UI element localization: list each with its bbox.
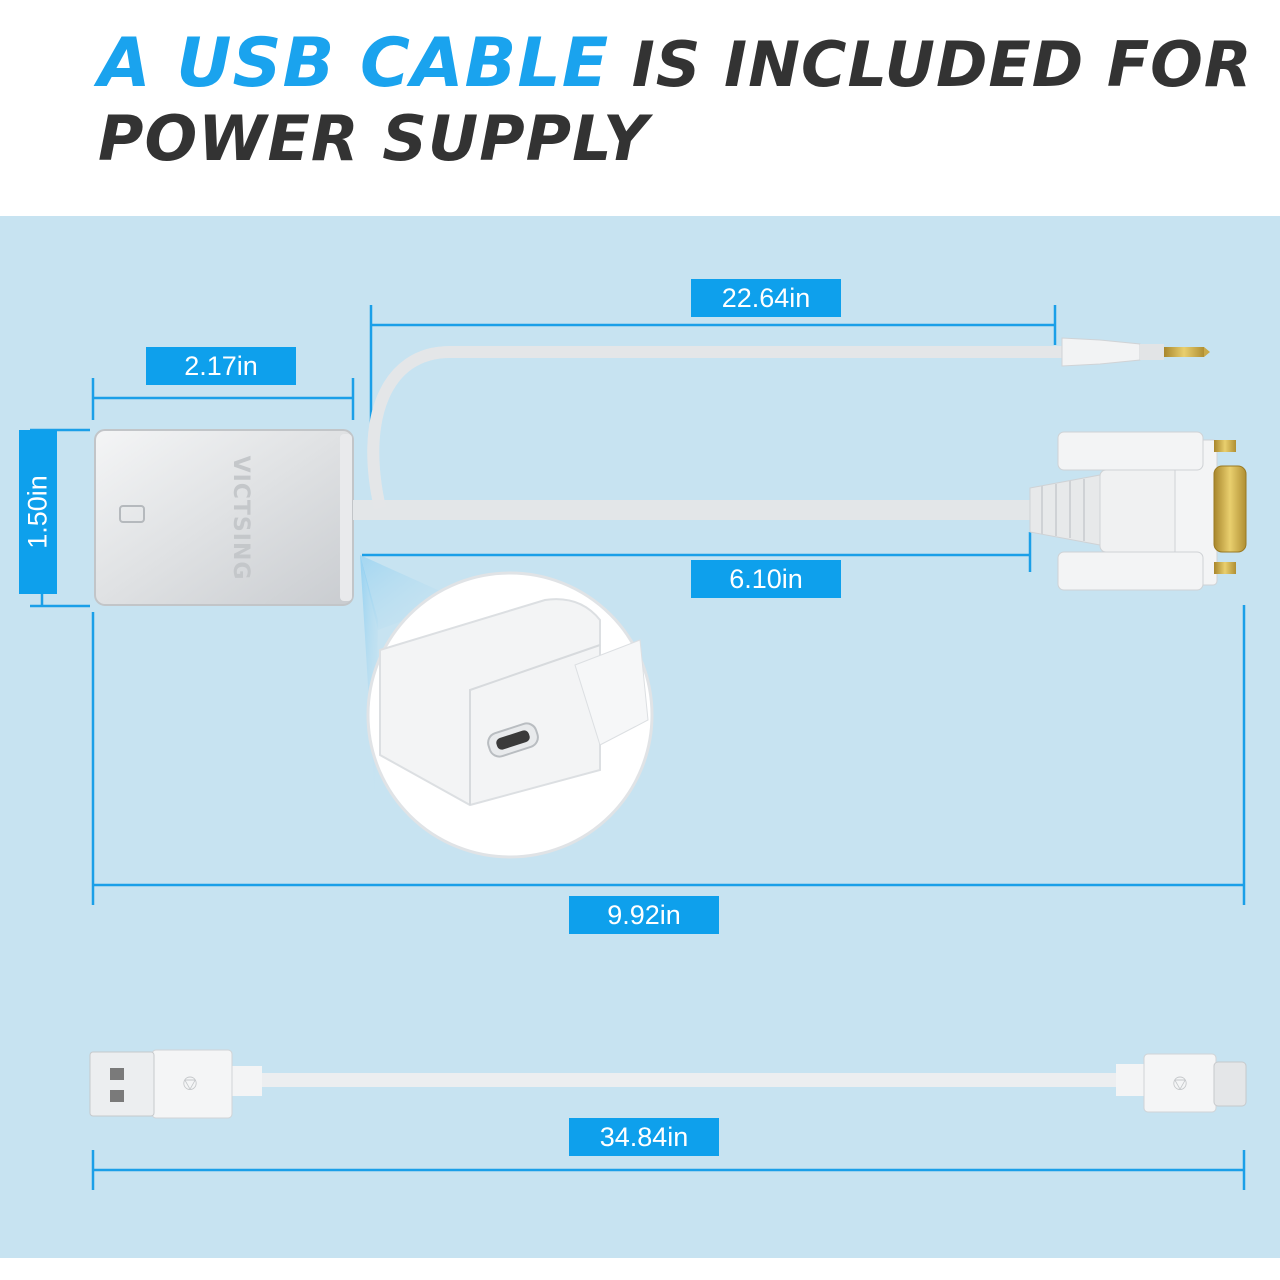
dimension-lines	[30, 305, 1246, 1190]
micro-usb-port	[496, 730, 530, 750]
headline-accent: A USB CABLE	[98, 24, 610, 103]
headline-rest: IS INCLUDED FOR	[631, 28, 1253, 101]
dimension-label-cable: 22.64in	[691, 279, 841, 317]
micro-usb-port-icon	[119, 505, 145, 523]
port-zoom-callout	[360, 555, 654, 859]
usb-cable: ⎊ ⎊	[89, 1049, 1247, 1119]
dimension-label-adapter-width: 2.17in	[146, 347, 296, 385]
adapter-box: VICTSING	[94, 429, 354, 606]
headline-line-1: A USB CABLE IS INCLUDED FOR	[98, 30, 1253, 98]
vga-connector	[1029, 431, 1247, 591]
usb-symbol-icon: ⎊	[182, 1071, 198, 1095]
audio-jack-plug	[1061, 337, 1210, 367]
cables	[353, 346, 1062, 520]
dimension-label-total: 9.92in	[569, 896, 719, 934]
dimension-label-vga-cable: 6.10in	[691, 560, 841, 598]
usb-symbol-icon-2: ⎊	[1172, 1071, 1188, 1095]
victsing-logo: VICTSING	[228, 456, 253, 581]
headline-line-2: POWER SUPPLY	[98, 102, 649, 175]
dimension-label-adapter-height-text: 1.50in	[22, 475, 53, 549]
dimension-label-usb-cable: 34.84in	[569, 1118, 719, 1156]
dimension-label-adapter-height: 1.50in	[19, 430, 57, 594]
